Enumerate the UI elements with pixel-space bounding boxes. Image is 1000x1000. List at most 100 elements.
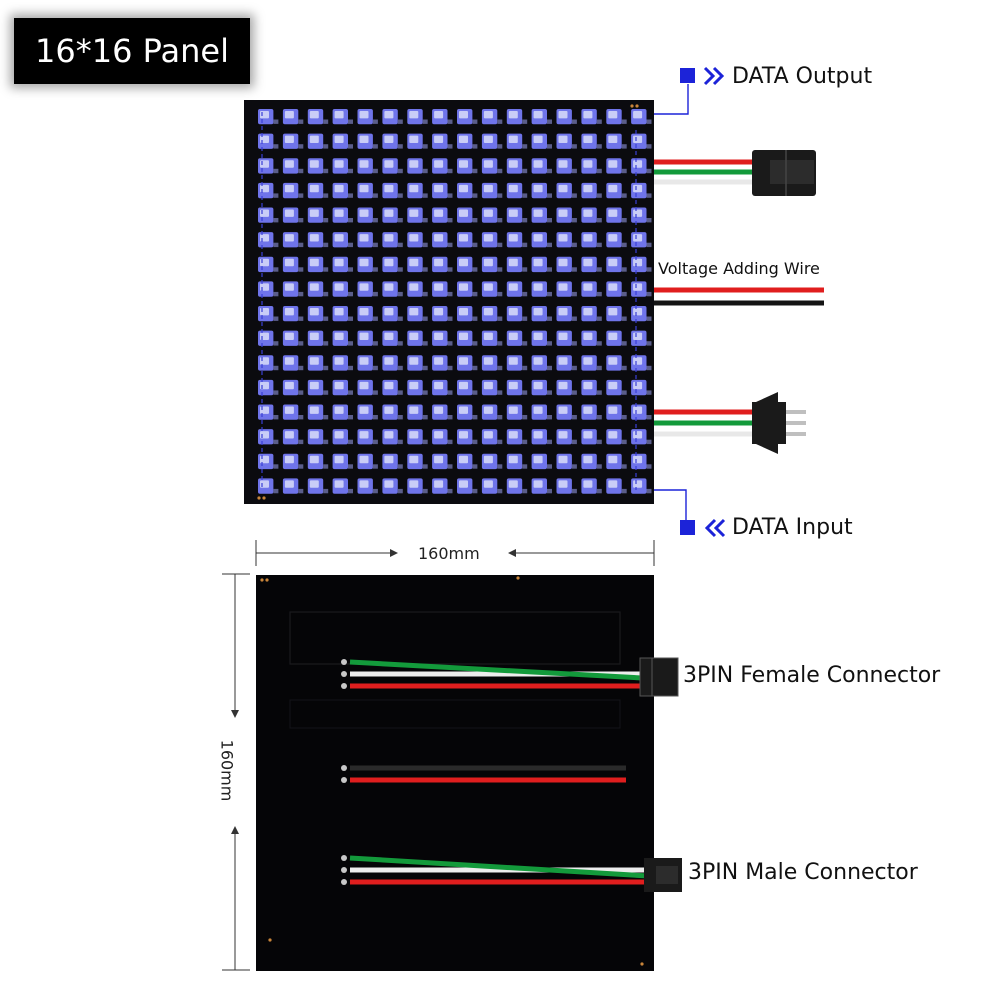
led-highlight — [309, 135, 319, 143]
led-highlight — [384, 283, 394, 291]
led-highlight — [409, 381, 419, 390]
capacitor — [447, 144, 453, 149]
capacitor — [621, 365, 627, 371]
capacitor — [472, 415, 478, 420]
capacitor — [397, 193, 403, 198]
led-highlight — [359, 431, 369, 439]
led-highlight — [508, 258, 518, 267]
led-highlight — [334, 184, 344, 193]
led-highlight — [459, 184, 468, 193]
capacitor — [323, 267, 329, 272]
panel-title: 16*16 Panel — [14, 18, 250, 84]
double-chevron-right-icon — [703, 66, 725, 86]
capacitor — [447, 267, 453, 272]
led-highlight — [633, 381, 643, 390]
led-highlight — [508, 234, 518, 242]
led-highlight — [434, 381, 444, 390]
led-highlight — [483, 406, 493, 414]
led-highlight — [459, 258, 468, 267]
led-highlight — [533, 431, 543, 439]
capacitor — [646, 193, 652, 198]
led-highlight — [260, 455, 269, 464]
capacitor — [348, 193, 353, 198]
led-highlight — [483, 332, 493, 340]
capacitor — [397, 291, 403, 297]
led-highlight — [309, 308, 319, 316]
led-highlight — [434, 406, 444, 414]
led-highlight — [633, 480, 643, 488]
led-highlight — [533, 135, 543, 143]
female-connector-housing — [639, 657, 679, 697]
led-highlight — [533, 111, 543, 119]
led-highlight — [434, 209, 444, 217]
capacitor — [348, 488, 353, 494]
led-highlight — [284, 308, 294, 316]
led-highlight — [334, 381, 344, 390]
led-highlight — [483, 480, 493, 488]
capacitor — [372, 242, 378, 248]
led-highlight — [434, 431, 444, 439]
solder-point — [341, 867, 347, 873]
capacitor — [596, 316, 602, 321]
capacitor — [372, 488, 378, 494]
led-highlight — [483, 135, 493, 143]
capacitor — [646, 464, 652, 469]
capacitor — [596, 464, 602, 469]
capacitor — [522, 119, 528, 124]
led-highlight — [508, 209, 518, 217]
led-highlight — [260, 332, 269, 340]
capacitor — [422, 242, 428, 248]
led-highlight — [483, 209, 493, 217]
capacitor — [472, 218, 478, 223]
capacitor — [447, 365, 453, 371]
serpentine-trace — [261, 112, 637, 490]
led-highlight — [583, 406, 593, 414]
capacitor — [397, 119, 403, 124]
led-highlight — [409, 480, 419, 488]
capacitor — [646, 144, 652, 149]
led-highlight — [309, 258, 319, 267]
capacitor — [571, 168, 577, 174]
led-highlight — [558, 431, 568, 439]
capacitor — [547, 267, 552, 272]
led-highlight — [558, 258, 568, 267]
capacitor — [348, 242, 353, 248]
solder-point — [341, 855, 347, 861]
led-highlight — [533, 381, 543, 390]
led-highlight — [508, 135, 518, 143]
capacitor — [571, 488, 577, 494]
solder-pad — [260, 578, 264, 582]
led-highlight — [583, 160, 593, 168]
capacitor — [372, 415, 378, 420]
capacitor — [497, 464, 503, 469]
capacitor — [522, 365, 528, 371]
capacitor — [397, 488, 403, 494]
led-highlight — [309, 111, 319, 119]
data-output-label: DATA Output — [732, 64, 873, 89]
capacitor — [273, 316, 279, 321]
led-highlight — [608, 381, 618, 390]
led-highlight — [409, 111, 419, 119]
led-highlight — [334, 455, 344, 464]
led-highlight — [384, 160, 394, 168]
led-highlight — [284, 381, 294, 390]
led-highlight — [633, 234, 643, 242]
capacitor — [298, 365, 304, 371]
led-highlight — [633, 283, 643, 291]
capacitor — [447, 291, 453, 297]
led-highlight — [533, 406, 543, 414]
capacitor — [596, 242, 602, 248]
capacitor — [298, 119, 304, 124]
solder-point — [341, 659, 347, 665]
pcb-marking — [289, 611, 621, 665]
male-connector-label: 3PIN Male Connector — [688, 860, 918, 885]
led-highlight — [608, 283, 618, 291]
led-highlight — [508, 381, 518, 390]
back-voltage-wires — [341, 765, 626, 783]
led-highlight — [508, 184, 518, 193]
capacitor — [397, 316, 403, 321]
led-highlight — [260, 308, 269, 316]
solder-pad — [640, 962, 644, 966]
capacitor — [646, 242, 652, 248]
